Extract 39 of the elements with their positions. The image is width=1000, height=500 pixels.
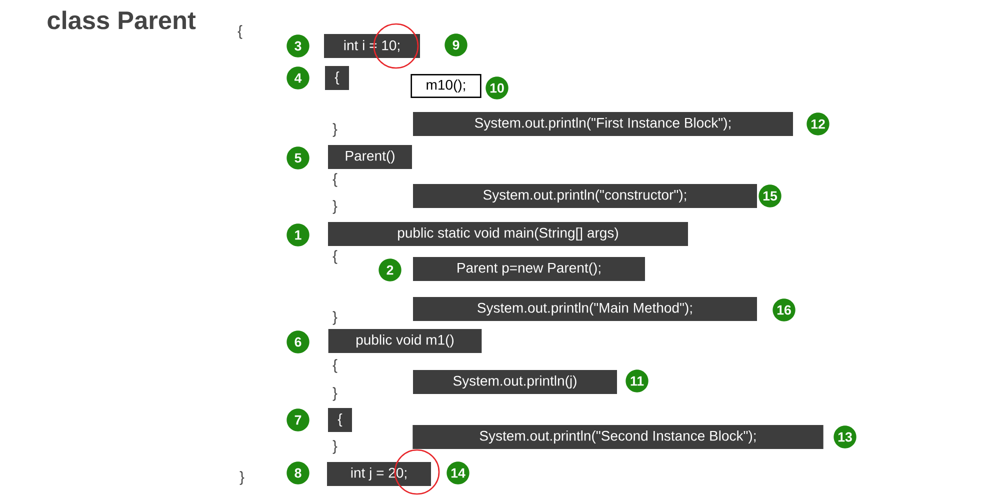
step-number: 3 — [286, 34, 310, 58]
code-box: public void m1() — [328, 329, 482, 353]
step-number: 1 — [286, 224, 310, 246]
brace: { — [332, 250, 338, 264]
step-number: 10 — [486, 76, 508, 100]
step-number: 4 — [286, 66, 310, 90]
brace: { — [238, 25, 242, 39]
code-box: { — [328, 408, 352, 432]
brace: } — [332, 200, 338, 214]
brace: { — [332, 359, 338, 373]
step-number: 9 — [444, 34, 468, 56]
brace: { — [332, 173, 338, 187]
step-number: 6 — [286, 330, 310, 354]
brace: } — [332, 387, 338, 401]
step-number: 5 — [286, 146, 310, 170]
step-number: 16 — [772, 298, 796, 322]
code-box: m10(); — [410, 74, 482, 98]
code-box: System.out.println("Main Method"); — [413, 297, 757, 321]
brace: } — [240, 471, 244, 485]
step-number: 11 — [626, 370, 648, 392]
step-number: 15 — [758, 184, 782, 208]
step-number: 14 — [446, 462, 470, 484]
code-box: public static void main(String[] args) — [328, 222, 688, 246]
step-number: 7 — [286, 408, 310, 432]
brace: } — [332, 440, 338, 454]
brace: } — [332, 311, 338, 325]
code-box: System.out.println("First Instance Block"); — [413, 112, 793, 136]
code-box: { — [325, 66, 349, 90]
code-box: Parent p=new Parent(); — [413, 257, 645, 281]
code-box: System.out.println("Second Instance Block"); — [412, 425, 824, 449]
step-number: 8 — [286, 462, 310, 484]
brace: } — [332, 123, 338, 137]
step-number: 2 — [378, 258, 402, 282]
code-box: Parent() — [328, 145, 412, 169]
code-box: System.out.println("constructor"); — [413, 184, 757, 208]
step-number: 12 — [806, 112, 830, 136]
code-box: System.out.println(j) — [413, 370, 617, 394]
step-number: 13 — [834, 426, 856, 448]
title: class Parent — [48, 10, 196, 30]
